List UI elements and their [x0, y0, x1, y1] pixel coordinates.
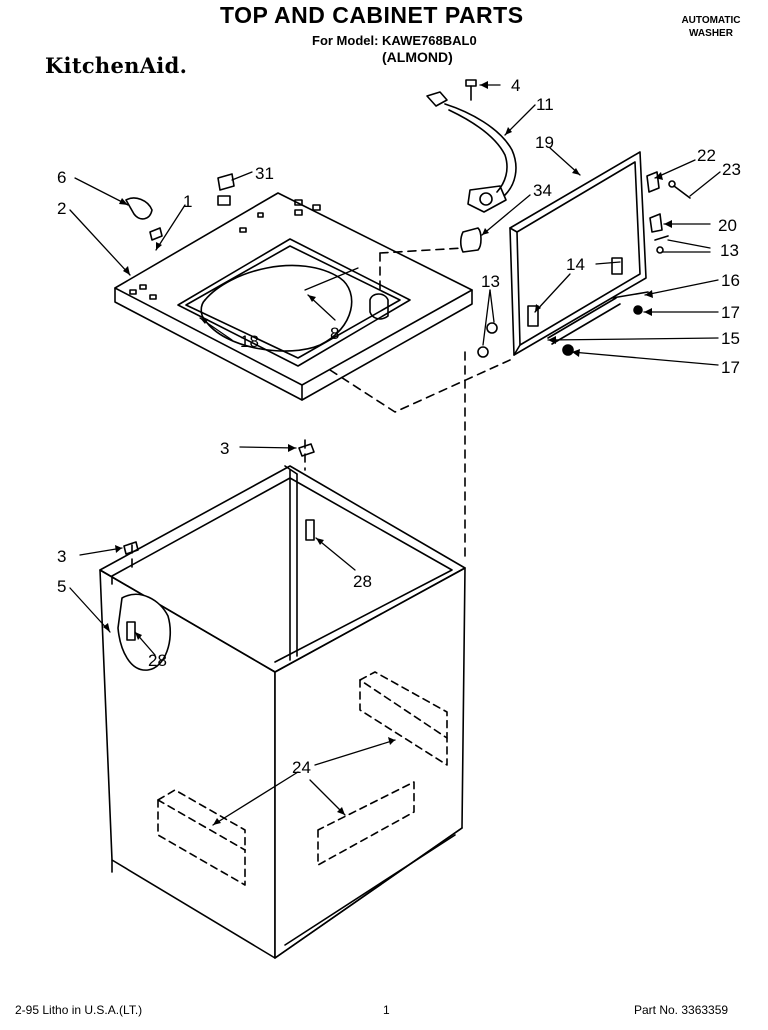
- wire-harness: [426, 91, 517, 213]
- callout-18: 18: [240, 332, 259, 351]
- callout-31: 31: [255, 164, 274, 183]
- product-type: AUTOMATIC WASHER: [666, 14, 756, 40]
- callout-8: 8: [330, 324, 339, 343]
- callout-23: 23: [722, 160, 741, 179]
- callout-20: 20: [718, 216, 737, 235]
- callout-6: 6: [57, 168, 66, 187]
- callout-22: 22: [697, 146, 716, 165]
- cutaway-view: [117, 593, 172, 671]
- callout-28-left: 28: [148, 651, 167, 670]
- clip-3: [298, 443, 315, 457]
- brand-logo: KitchenAid.: [45, 53, 188, 78]
- page-title: TOP AND CABINET PARTS: [220, 2, 524, 28]
- callout-24: 24: [292, 758, 311, 777]
- callout-4: 4: [511, 76, 520, 95]
- callout-16: 16: [721, 271, 740, 290]
- leader-lines: [69, 84, 721, 826]
- screw-28: [126, 519, 315, 641]
- callout-2: 2: [57, 199, 66, 218]
- part-number: Part No. 3363359: [634, 1003, 729, 1017]
- callout-14: 14: [566, 255, 585, 274]
- callout-1: 1: [183, 192, 192, 211]
- print-info: 2-95 Litho in U.S.A.(LT.): [15, 1003, 143, 1017]
- callout-34: 34: [533, 181, 552, 200]
- pads-24: [157, 671, 448, 886]
- callout-3-top: 3: [220, 439, 229, 458]
- product-type-line2: WASHER: [689, 28, 733, 39]
- callout-3-left: 3: [57, 547, 66, 566]
- cabinet: [99, 465, 466, 959]
- product-type-line1: AUTOMATIC: [681, 15, 741, 26]
- callout-28-right: 28: [353, 572, 372, 591]
- bleach-dispenser: [369, 227, 482, 320]
- arrowheads: [103, 81, 672, 825]
- top-panel: [114, 192, 473, 401]
- callout-11: 11: [536, 95, 554, 114]
- model-color: (ALMOND): [382, 49, 453, 65]
- callout-17-lower: 17: [721, 358, 740, 377]
- callout-13-left: 13: [481, 272, 500, 291]
- callout-19: 19: [535, 133, 554, 152]
- callout-5: 5: [57, 577, 66, 596]
- page-number: 1: [383, 1003, 390, 1017]
- model-number: For Model: KAWE768BAL0: [312, 33, 477, 48]
- callout-15: 15: [721, 329, 740, 348]
- callout-17-upper: 17: [721, 303, 740, 322]
- small-fasteners-top: [125, 79, 477, 241]
- lid: [477, 151, 669, 358]
- callout-13-lid: 13: [720, 241, 739, 260]
- hinge-pin: [673, 185, 691, 199]
